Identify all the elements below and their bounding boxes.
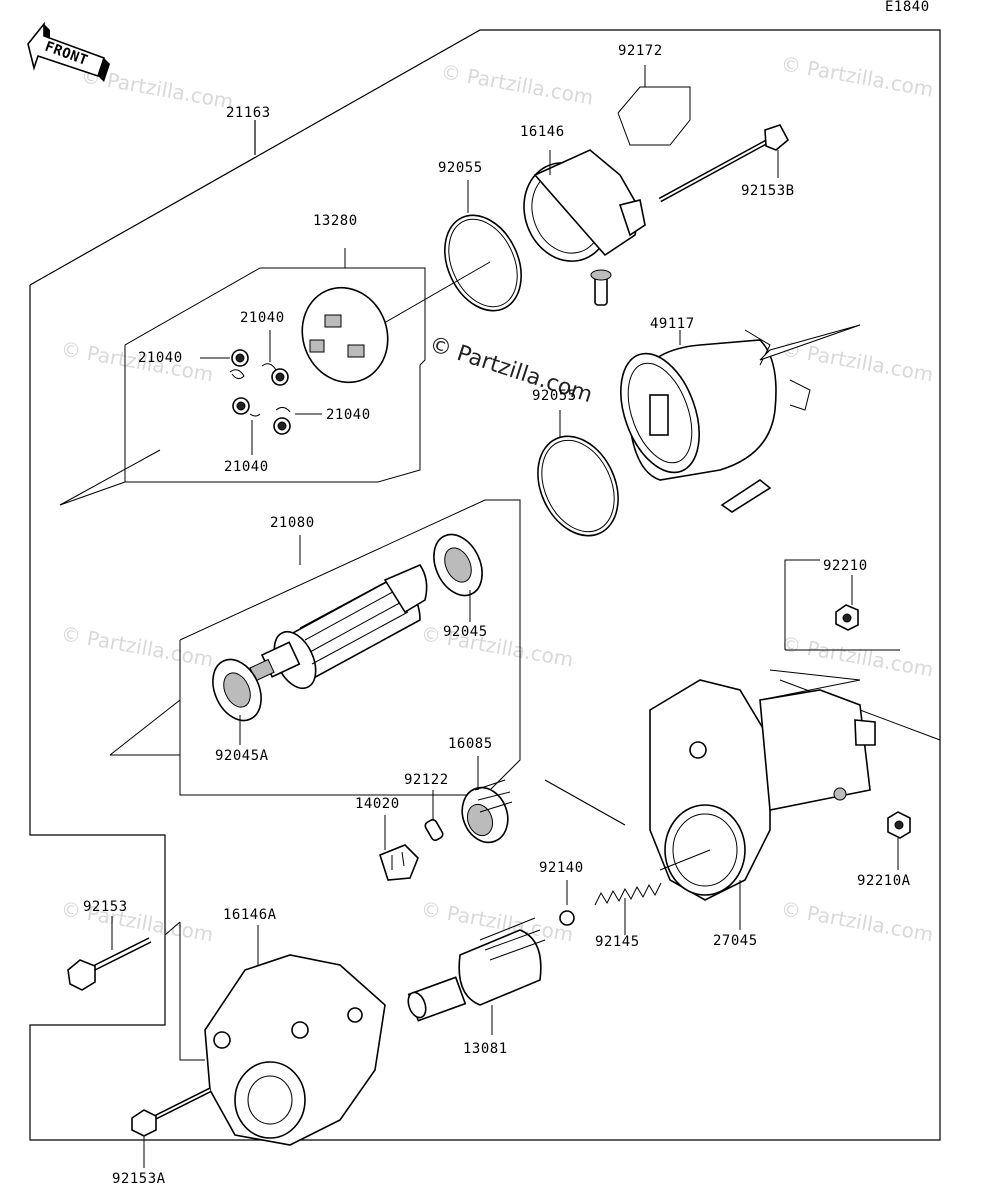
part-label[interactable]: 16146A xyxy=(223,907,277,923)
part-label[interactable]: 21040 xyxy=(224,459,269,475)
front-arrow-icon: FRONT xyxy=(27,21,110,82)
part-label[interactable]: 13081 xyxy=(463,1041,508,1057)
part-label[interactable]: 21040 xyxy=(240,310,285,326)
part-label[interactable]: 92153 xyxy=(83,899,128,915)
part-label[interactable]: 92145 xyxy=(595,934,640,950)
part-label[interactable]: 92055 xyxy=(438,160,483,176)
part-label[interactable]: 92153A xyxy=(112,1171,166,1187)
bearing-92045 xyxy=(433,533,483,622)
diagram-code: E1840 xyxy=(885,0,930,15)
armature-21080 xyxy=(249,564,428,690)
brush-plate-13280 xyxy=(301,286,389,384)
part-label[interactable]: 16085 xyxy=(448,736,493,752)
clutch-14020 xyxy=(379,815,419,881)
part-label[interactable]: 49117 xyxy=(650,316,695,332)
part-label[interactable]: 21040 xyxy=(138,350,183,366)
bolt-92153 xyxy=(67,916,205,1061)
part-label[interactable]: 92153B xyxy=(741,183,795,199)
part-label[interactable]: 92210 xyxy=(823,558,868,574)
armature-box xyxy=(109,499,521,796)
brushes-21040 xyxy=(200,330,322,455)
part-label[interactable]: 21163 xyxy=(226,105,271,121)
part-label[interactable]: 92122 xyxy=(404,772,449,788)
bearing-92045A xyxy=(212,658,262,745)
assembly-outline xyxy=(29,29,941,1141)
rear-cover-16146 xyxy=(523,149,646,306)
watermark: © Partzilla.com xyxy=(779,896,935,946)
screw-92172-box xyxy=(617,65,691,146)
watermark: © Partzilla.com xyxy=(59,621,215,671)
part-label[interactable]: 92140 xyxy=(539,860,584,876)
front-cover-16146A xyxy=(204,925,386,1146)
pinion-13081 xyxy=(407,917,546,1035)
part-label[interactable]: 27045 xyxy=(713,933,758,949)
part-label[interactable]: 92172 xyxy=(618,43,663,59)
part-label[interactable]: 21080 xyxy=(270,515,315,531)
yoke-49117 xyxy=(620,324,861,513)
ball-92140 xyxy=(559,880,575,926)
nut-92210 xyxy=(835,575,859,631)
spring-92145 xyxy=(594,849,711,935)
part-label[interactable]: 14020 xyxy=(355,796,400,812)
part-label[interactable]: 13280 xyxy=(313,213,358,229)
part-label[interactable]: 92210A xyxy=(857,873,911,889)
pin-92122 xyxy=(424,790,444,841)
housing-27045 xyxy=(649,679,876,930)
o-ring-92055-top xyxy=(319,180,522,361)
part-label[interactable]: 16146 xyxy=(520,124,565,140)
part-label[interactable]: 21040 xyxy=(326,407,371,423)
through-bolt-92153B xyxy=(658,124,790,203)
watermark: © Partzilla.com xyxy=(779,51,935,101)
bolt-92153A xyxy=(131,1087,212,1168)
part-label[interactable]: 92045A xyxy=(215,748,269,764)
watermark: © Partzilla.com xyxy=(779,631,935,681)
part-label[interactable]: 92045 xyxy=(443,624,488,640)
brush-holder-box xyxy=(59,248,426,506)
watermark: © Partzilla.com xyxy=(439,59,595,109)
nut-92210A xyxy=(887,811,911,870)
gear-16085 xyxy=(461,756,513,844)
part-labels: 21163 92172 16146 92055 92153B 13280 210… xyxy=(83,43,911,1187)
o-ring-92055-lower xyxy=(537,410,619,537)
part-label[interactable]: 92055 xyxy=(532,388,577,404)
